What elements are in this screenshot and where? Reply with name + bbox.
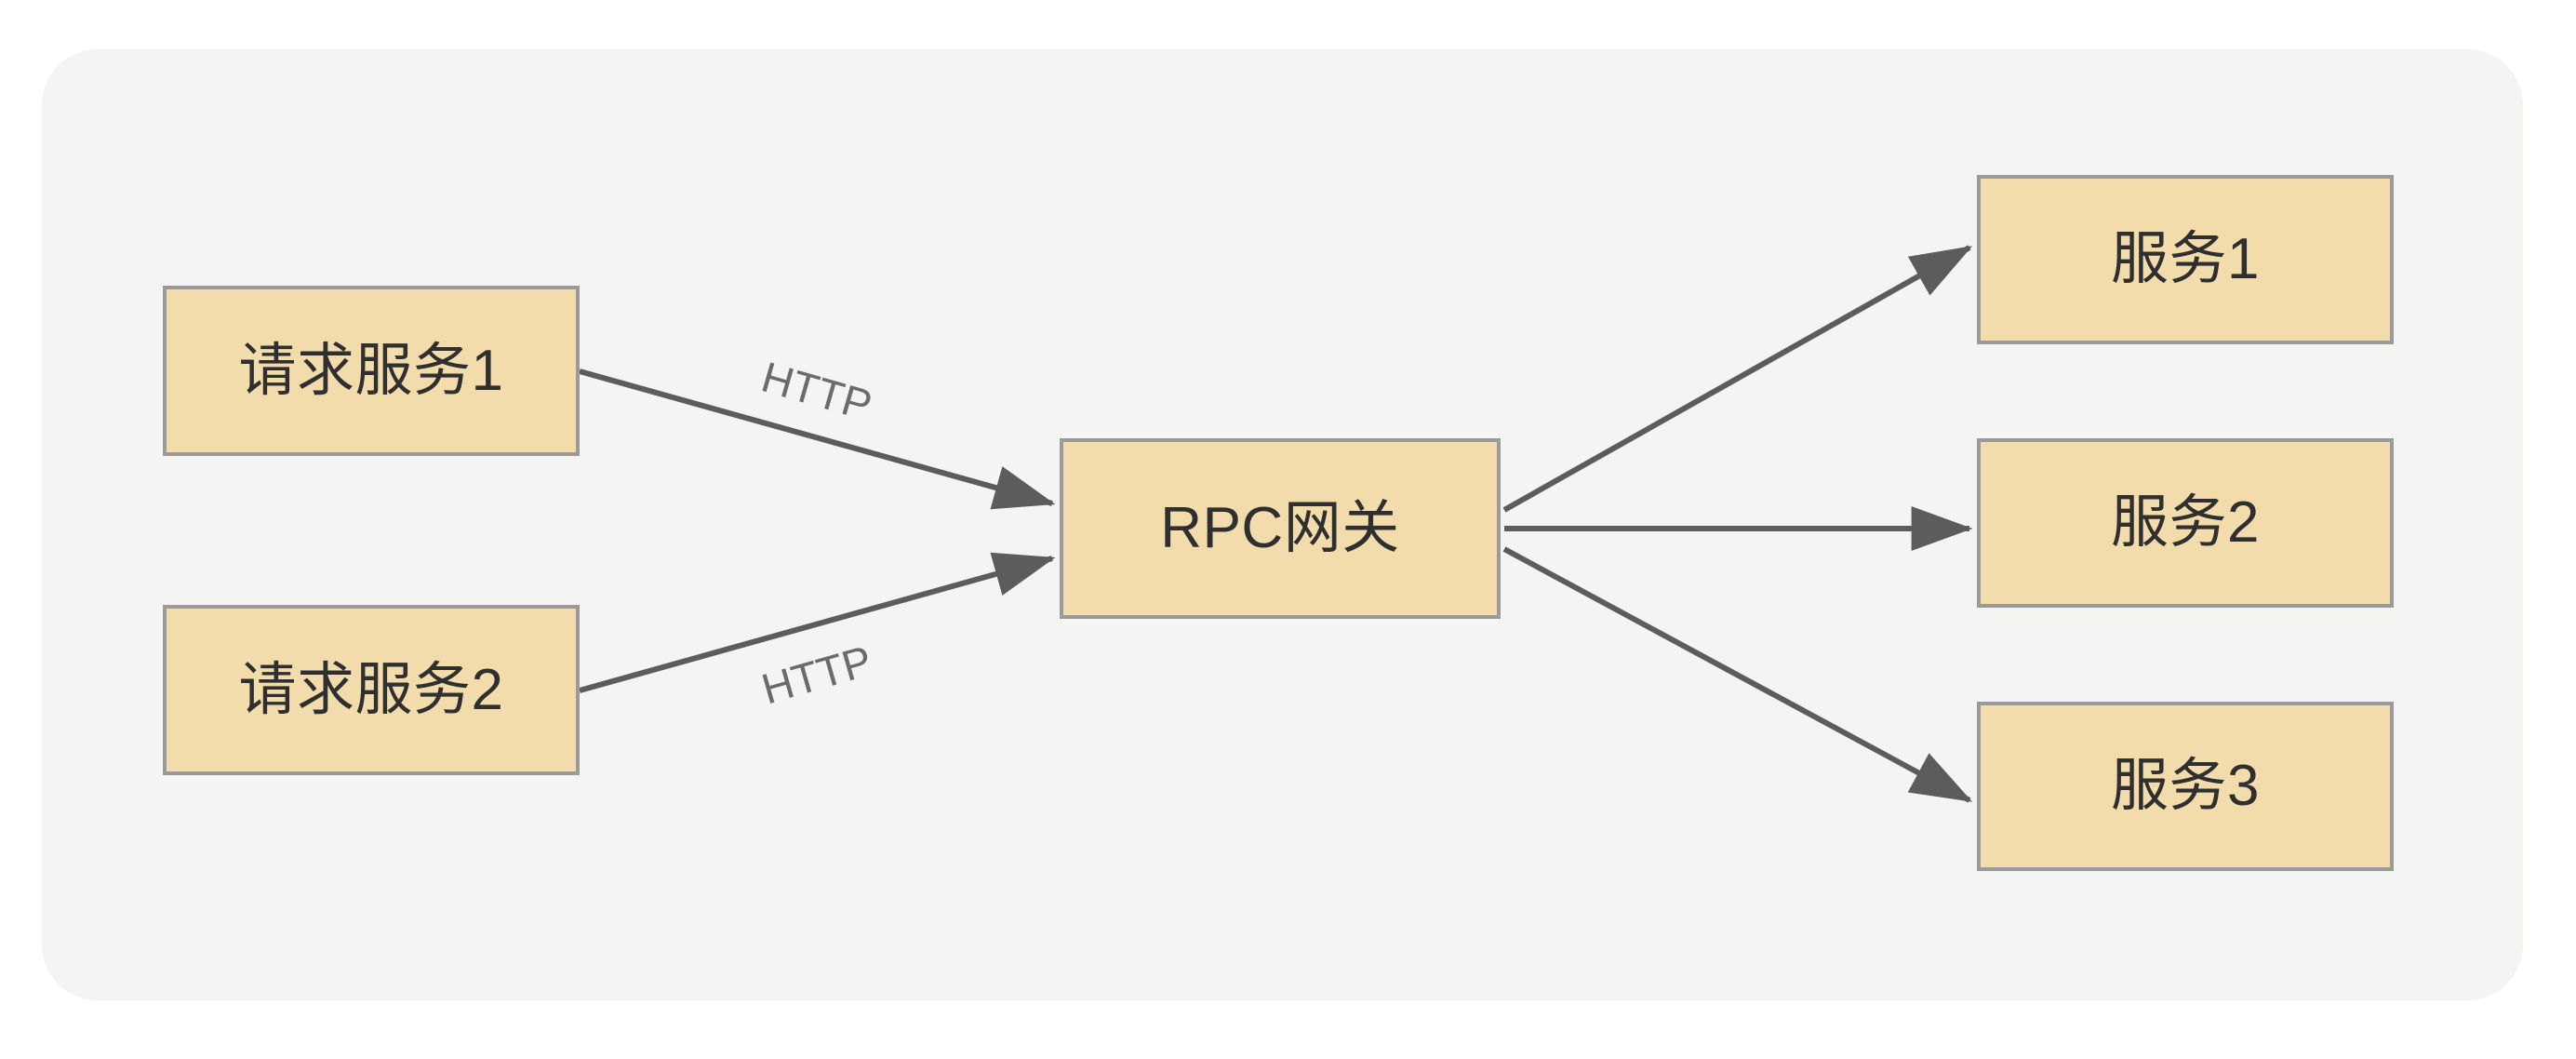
edge-client1-gateway	[579, 369, 1056, 510]
node-client-1[interactable]: 请求服务1	[163, 286, 580, 456]
node-client-2[interactable]: 请求服务2	[163, 605, 580, 775]
node-service-2[interactable]: 服务2	[1977, 438, 2394, 608]
node-service-1-label: 服务1	[2111, 227, 2260, 291]
node-service-3[interactable]: 服务3	[1977, 702, 2394, 871]
edge-gateway-service1	[1502, 245, 1973, 513]
node-rpc-gateway-label: RPC网关	[1160, 496, 1400, 560]
node-service-1[interactable]: 服务1	[1977, 175, 2394, 344]
edge-layer	[579, 245, 1973, 803]
node-client-2-label: 请求服务2	[238, 657, 504, 722]
edge-gateway-service3	[1502, 546, 1973, 803]
node-service-2-label: 服务2	[2111, 490, 2260, 555]
node-rpc-gateway[interactable]: RPC网关	[1060, 438, 1501, 619]
edge-client2-gateway	[579, 552, 1056, 693]
node-service-3-label: 服务3	[2111, 754, 2260, 818]
node-client-1-label: 请求服务1	[238, 338, 504, 403]
